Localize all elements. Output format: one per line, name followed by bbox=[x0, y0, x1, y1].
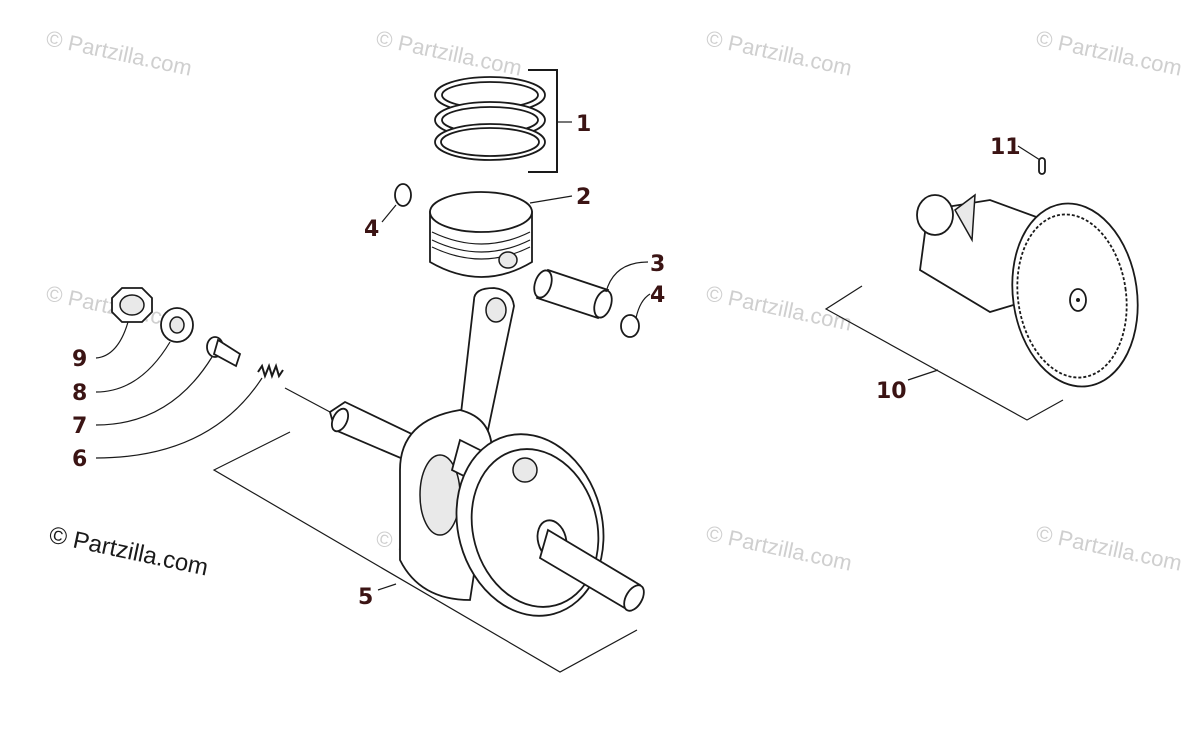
piston-rings-drawing bbox=[434, 76, 546, 161]
callout-4-right: 4 bbox=[650, 283, 665, 308]
leader-3 bbox=[605, 261, 649, 293]
leader-6 bbox=[95, 377, 263, 459]
leader-10 bbox=[907, 369, 939, 381]
bracket-1 bbox=[528, 69, 558, 173]
callout-1: 1 bbox=[576, 112, 591, 137]
bracket-5 bbox=[212, 431, 638, 673]
callout-8: 8 bbox=[72, 381, 87, 406]
callout-9: 9 bbox=[72, 347, 87, 372]
leader-4a bbox=[381, 204, 397, 223]
callout-4-left: 4 bbox=[364, 217, 379, 242]
leader-7 bbox=[95, 356, 213, 426]
washer-drawing bbox=[160, 307, 194, 343]
leader-9 bbox=[95, 321, 129, 359]
watermark: © Partzilla.com bbox=[44, 25, 194, 80]
callout-3: 3 bbox=[650, 252, 665, 277]
watermark: © Partzilla.com bbox=[1034, 25, 1184, 80]
callout-11: 11 bbox=[990, 135, 1021, 160]
shaft-axis bbox=[284, 387, 331, 413]
piston-pin-drawing bbox=[533, 268, 613, 320]
watermark: © Partzilla.com bbox=[704, 520, 854, 575]
callout-10: 10 bbox=[876, 379, 907, 404]
leader-4b bbox=[635, 293, 651, 319]
balance-shaft-drawing bbox=[916, 193, 1139, 388]
bracket-10 bbox=[824, 285, 1064, 421]
circlip-right-drawing bbox=[620, 314, 640, 338]
shaft-center bbox=[1076, 298, 1080, 302]
callout-7: 7 bbox=[72, 414, 87, 439]
dowel-pin-drawing bbox=[1038, 157, 1046, 175]
piston-drawing bbox=[429, 191, 533, 278]
circlip-left-drawing bbox=[394, 183, 412, 207]
callout-2: 2 bbox=[576, 185, 591, 210]
pin-bolt-drawing bbox=[206, 336, 242, 368]
callout-5: 5 bbox=[358, 585, 373, 610]
leader-5 bbox=[377, 583, 397, 591]
spring-drawing bbox=[257, 362, 284, 380]
crankshaft-drawing bbox=[328, 287, 645, 617]
leader-8 bbox=[95, 341, 171, 393]
leader-11 bbox=[1017, 145, 1041, 161]
watermark: © Partzilla.com bbox=[704, 25, 854, 80]
watermark: © Partzilla.com bbox=[704, 280, 854, 335]
watermark: © Partzilla.com bbox=[1034, 520, 1184, 575]
nut-drawing bbox=[111, 287, 153, 323]
partzilla-watermark: © Partzilla.com bbox=[47, 521, 211, 581]
callout-6: 6 bbox=[72, 447, 87, 472]
watermark: © Partzilla.com bbox=[374, 25, 524, 80]
leader-2 bbox=[529, 195, 573, 204]
